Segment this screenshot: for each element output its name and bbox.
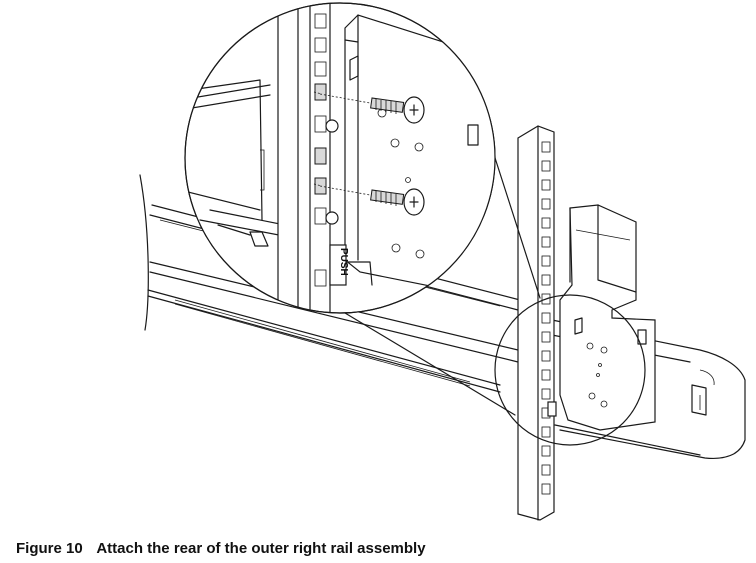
- rack-post-hole: [541, 483, 551, 495]
- rack-post-hole: [541, 369, 551, 381]
- rack-post: [517, 125, 555, 521]
- detail-callout-circle: [494, 294, 646, 446]
- rail-assembly-diagram: PUSH: [139, 2, 746, 521]
- rack-post-hole: [541, 426, 551, 438]
- caption-text: Attach the rear of the outer right rail …: [96, 540, 426, 557]
- rack-post-hole: [541, 141, 551, 153]
- push-tab: [329, 244, 347, 286]
- rack-post-hole: [541, 312, 551, 324]
- rack-post-hole: [541, 331, 551, 343]
- rack-post-hole: [541, 350, 551, 362]
- outer-rail-assembly: [139, 174, 746, 460]
- rack-post-hole: [541, 293, 551, 305]
- rack-post-hole: [541, 445, 551, 457]
- small-push-tab: [547, 401, 557, 417]
- rack-post-hole: [541, 217, 551, 229]
- rack-post-hole: [541, 179, 551, 191]
- push-label: PUSH: [338, 248, 349, 276]
- rack-post-hole: [541, 236, 551, 248]
- rack-post-hole: [541, 464, 551, 476]
- callout-line-lower: [319, 297, 516, 416]
- caption-number: Figure 10: [16, 540, 83, 557]
- screw-lower: [319, 185, 425, 216]
- screw-upper: [319, 93, 425, 124]
- magnified-detail: PUSH: [185, 3, 495, 313]
- figure-caption: Figure 10 Attach the rear of the outer r…: [16, 540, 426, 557]
- alignment-pin-lower: [325, 211, 339, 225]
- rack-post-hole: [541, 274, 551, 286]
- rack-post-hole: [541, 160, 551, 172]
- rack-post-hole: [541, 388, 551, 400]
- rack-post-hole: [541, 198, 551, 210]
- rack-post-hole: [541, 255, 551, 267]
- alignment-pin-upper: [325, 119, 339, 133]
